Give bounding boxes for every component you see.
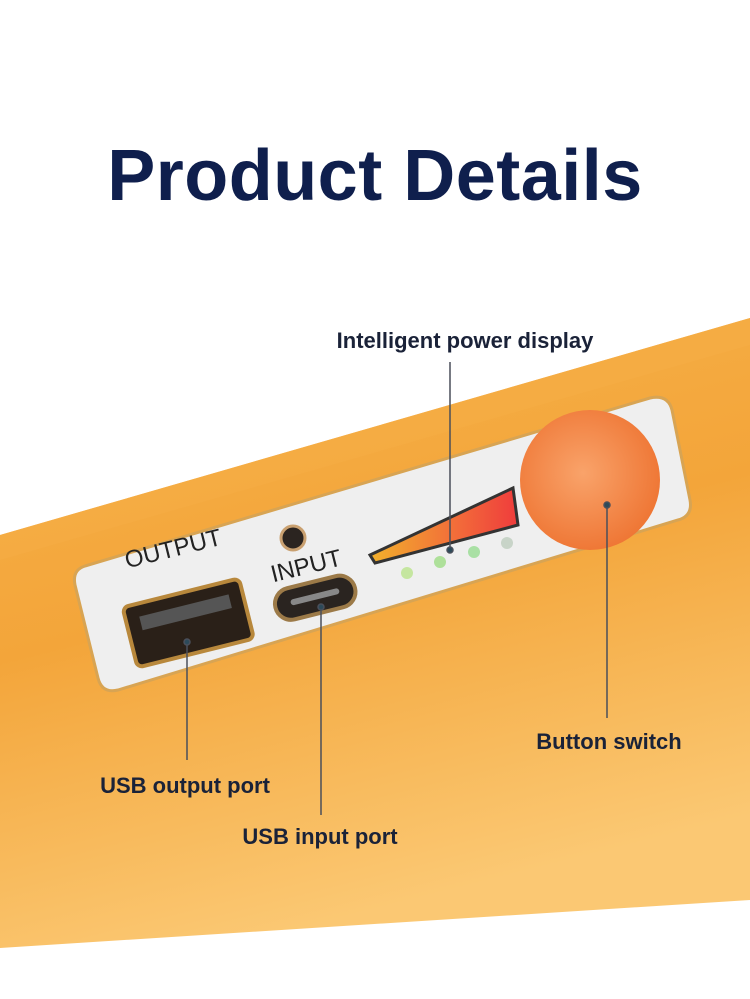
callout-usb-input: USB input port xyxy=(242,824,398,849)
page-title: Product Details xyxy=(107,136,643,216)
usb-c-port xyxy=(272,573,358,622)
indicator-hole xyxy=(279,524,307,552)
callout-lines xyxy=(183,362,611,815)
callout-button-switch: Button switch xyxy=(536,729,682,754)
power-button xyxy=(520,410,660,550)
body-top-edge xyxy=(0,318,750,560)
callout-usb-output: USB output port xyxy=(100,773,270,798)
power-level-triangle xyxy=(367,485,520,565)
callout-power-display: Intelligent power display xyxy=(336,328,594,353)
led-indicators xyxy=(401,537,513,579)
usb-a-port xyxy=(121,577,255,669)
